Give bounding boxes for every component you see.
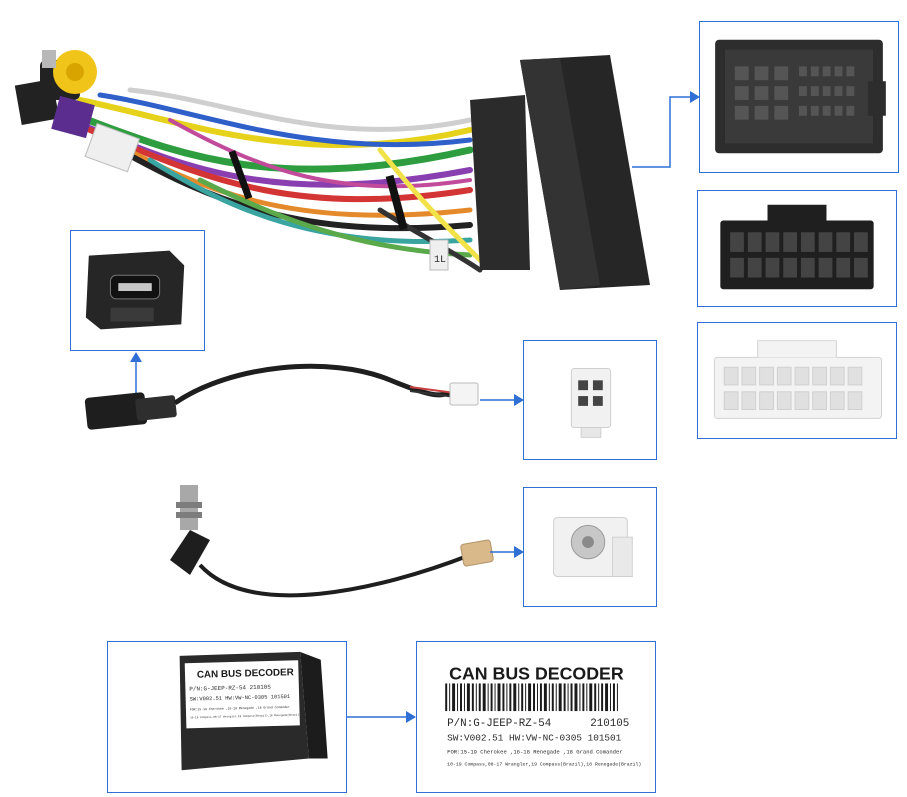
decoder-label-line3: FOR:15-19 Cherokee ,16-18 Renegade ,18 G… bbox=[447, 749, 622, 756]
frame-fakra-connector bbox=[523, 487, 657, 607]
frame-white-iso-connector bbox=[697, 322, 897, 439]
arrow-usb-up bbox=[130, 352, 142, 398]
arrow-usb-right bbox=[480, 394, 524, 406]
arrow-connector-1 bbox=[632, 91, 700, 168]
frame-usb-port-closeup bbox=[70, 230, 205, 351]
frame-black-iso-connector bbox=[697, 190, 897, 307]
frame-main-connector-closeup bbox=[699, 21, 899, 173]
usb-cable bbox=[84, 363, 479, 430]
small-decoder-pn: P/N:G-JEEP-RZ-54 210105 bbox=[189, 684, 271, 693]
decoder-label-line4: 10-19 Compass,08-17 Wrangler,19 Compass(… bbox=[447, 761, 641, 767]
frame-canbus-decoder-box: CAN BUS DECODER P/N:G-JEEP-RZ-54 210105 … bbox=[107, 641, 347, 793]
frame-canbus-decoder-label: CAN BUS DECODER P/N:G-JEEP-RZ-54 210105 … bbox=[416, 641, 656, 793]
arrow-antenna-right bbox=[490, 546, 524, 558]
small-decoder-line3: FOR:15-19 Cherokee ,16-18 Renegade ,18 G… bbox=[190, 705, 290, 712]
antenna-adapter-cable bbox=[170, 485, 494, 598]
decoder-label-title: CAN BUS DECODER bbox=[449, 664, 624, 684]
decoder-label-date: 210105 bbox=[590, 718, 629, 730]
frame-small-white-connector bbox=[523, 340, 657, 460]
main-wiring-harness: 1L bbox=[14, 50, 650, 290]
small-decoder-title: CAN BUS DECODER bbox=[197, 667, 294, 681]
small-decoder-sw-hw: SW:V002.51 HW:VW-NC-0305 101501 bbox=[190, 693, 291, 703]
small-decoder-line4: 10-19 Compass,08-17 Wrangler,19 Compass(… bbox=[190, 712, 301, 719]
arrow-decoder-right bbox=[346, 711, 416, 723]
decoder-label-pn: P/N:G-JEEP-RZ-54 bbox=[447, 718, 551, 730]
barcode bbox=[445, 683, 618, 712]
harness-tag: 1L bbox=[434, 255, 446, 266]
decoder-label-sw-hw: SW:V002.51 HW:VW-NC-0305 101501 bbox=[447, 733, 621, 744]
